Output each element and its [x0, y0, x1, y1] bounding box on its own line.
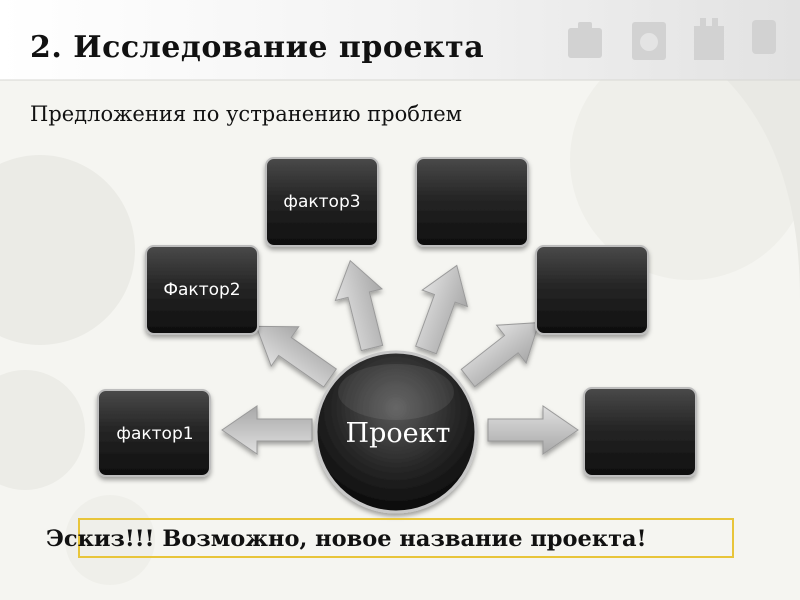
- footer-note: Эскиз!!! Возможно, новое название проект…: [46, 526, 647, 552]
- box-factor1-label: фактор1: [116, 424, 193, 444]
- box-factor3-label: фактор3: [283, 192, 360, 212]
- box-factor3: фактор3: [265, 157, 379, 247]
- arrow-to-box-right: [460, 322, 540, 388]
- footer-highlight-box: [78, 518, 734, 558]
- box-top-right: [415, 157, 529, 247]
- center-circle-label: Проект: [346, 418, 451, 449]
- slide-title: 2. Исследование проекта: [30, 30, 485, 65]
- arrow-to-box-bottom-right: [487, 405, 579, 455]
- header-icons: [568, 18, 776, 60]
- arrow-to-box-top-right: [415, 264, 469, 355]
- slide-subtitle: Предложения по устранению проблем: [30, 102, 462, 126]
- box-factor2: Фактор2: [145, 245, 259, 335]
- box-factor2-label: Фактор2: [163, 280, 240, 300]
- arrow-to-factor3: [334, 259, 384, 352]
- box-factor1: фактор1: [97, 389, 211, 477]
- center-circle: Проект: [314, 350, 478, 514]
- arrow-to-factor2: [255, 325, 338, 388]
- box-right: [535, 245, 649, 335]
- arrow-to-factor1: [221, 405, 313, 455]
- box-bottom-right: [583, 387, 697, 477]
